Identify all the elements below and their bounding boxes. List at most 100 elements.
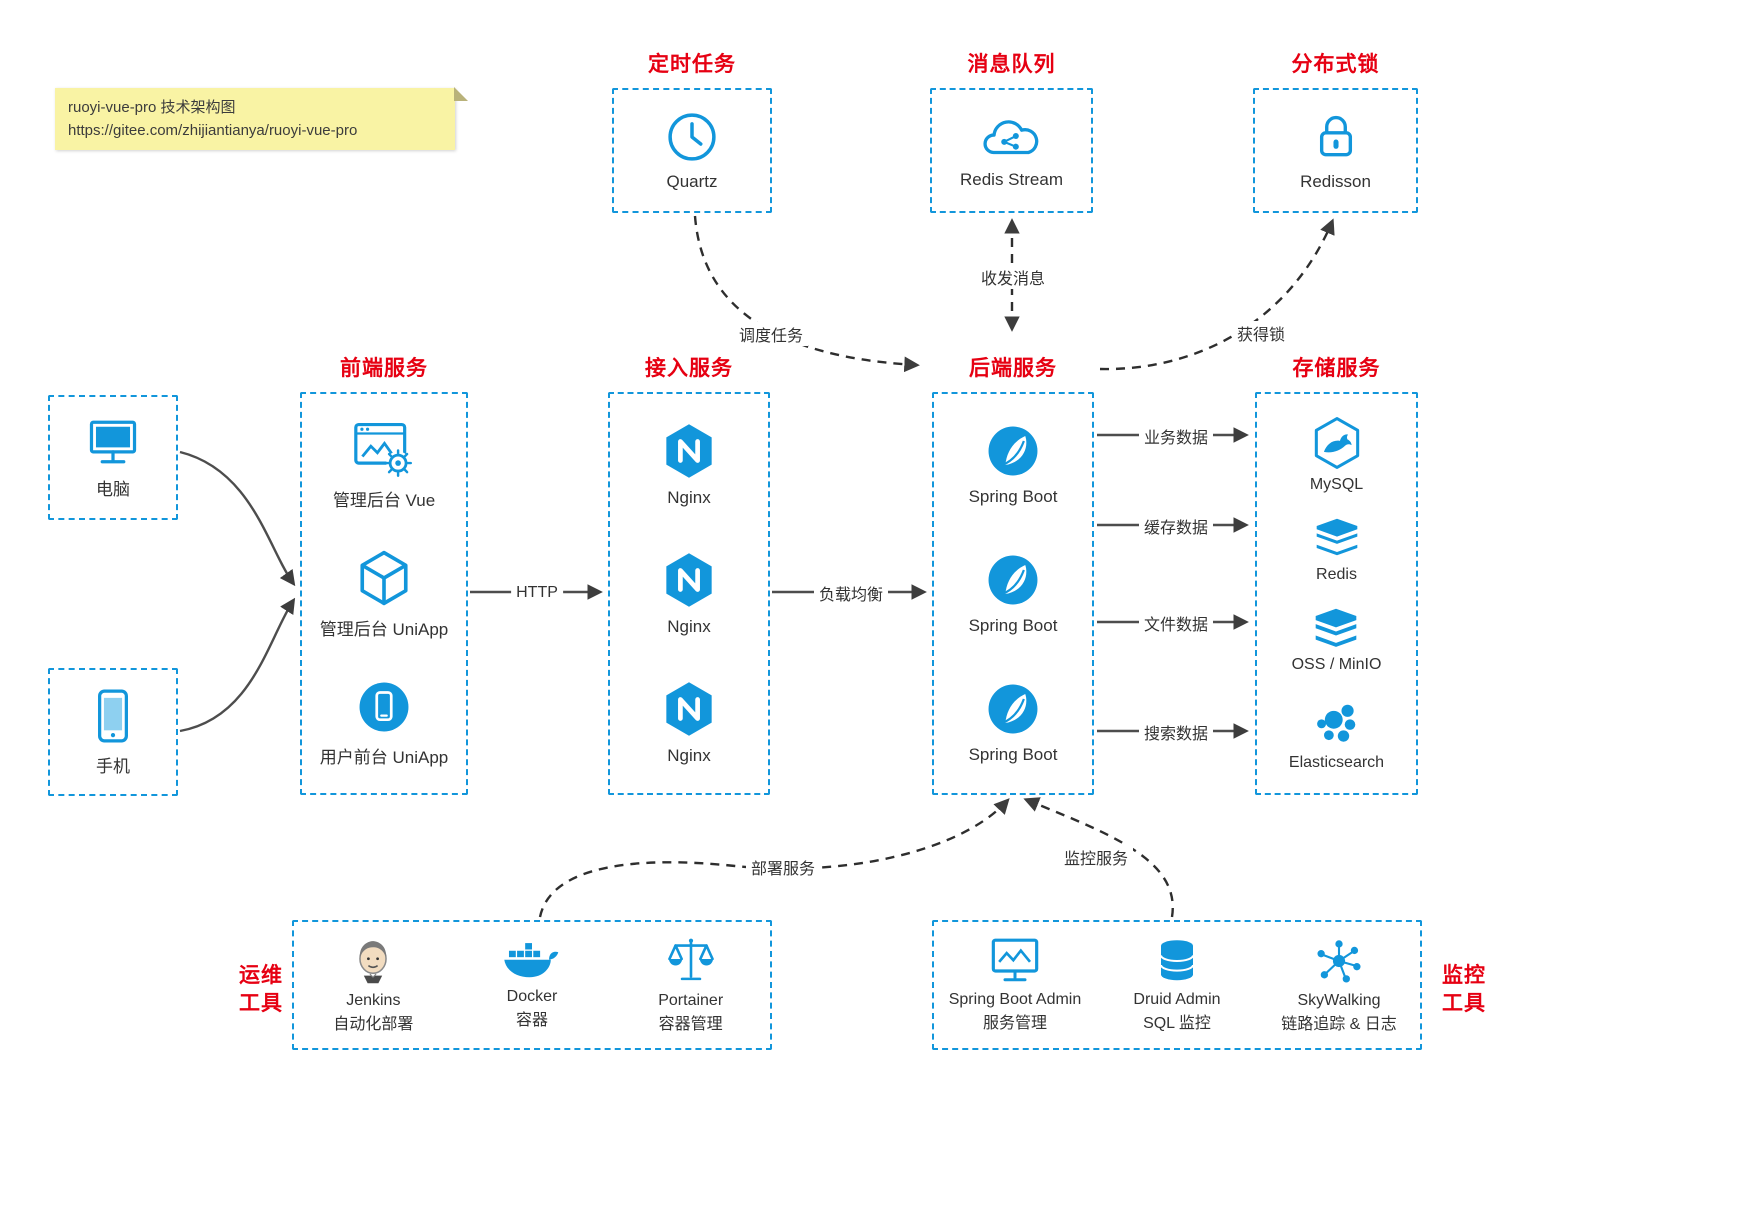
jenkins-icon [350, 935, 396, 987]
node-label: OSS / MinIO [1291, 655, 1382, 673]
group-title-frontend: 前端服务 [340, 357, 428, 380]
node-oss-minio: OSS / MinIO [1291, 607, 1382, 674]
group-message-queue: 消息队列 Redis Stream [930, 53, 1093, 213]
group-title-storage: 存储服务 [1292, 357, 1381, 380]
node-label: 手机 [96, 757, 130, 776]
ops-side-label-line2: 工具 [239, 992, 283, 1015]
tool-spring-boot-admin: Spring Boot Admin 服务管理 [934, 936, 1096, 1034]
node-elasticsearch: Elasticsearch [1289, 697, 1384, 772]
redis-stack-icon [1311, 517, 1363, 561]
edge-label-monitor-service: 监控服务 [1058, 845, 1134, 869]
tool-sublabel: 链路追踪 & 日志 [1281, 1016, 1397, 1033]
gateway-box: Nginx Nginx Nginx [608, 392, 770, 795]
edge-label-send-receive: 收发消息 [975, 265, 1051, 289]
user-uniapp-icon [355, 678, 413, 736]
monitoring-side-label: 监控 工具 [1437, 962, 1491, 1018]
tool-skywalking: SkyWalking 链路追踪 & 日志 [1258, 935, 1420, 1035]
node-label: 管理后台 Vue [332, 490, 436, 510]
message-queue-box: Redis Stream [930, 88, 1093, 213]
client-phone-box: 手机 [48, 668, 178, 796]
node-spring-boot-1: Spring Boot [968, 422, 1058, 507]
tool-sublabel: 容器 [516, 1012, 549, 1029]
spring-icon [984, 422, 1042, 480]
node-label: Redis Stream [960, 170, 1063, 189]
distributed-lock-box: Redisson [1253, 88, 1418, 213]
skywalking-network-icon [1313, 935, 1365, 987]
group-title-gateway: 接入服务 [645, 357, 733, 380]
sticky-note: ruoyi-vue-pro 技术架构图 https://gitee.com/zh… [55, 87, 468, 150]
nginx-icon [660, 550, 718, 610]
nginx-icon [660, 679, 718, 739]
edge-label-http: HTTP [511, 584, 563, 602]
group-ops-tools: Jenkins 自动化部署 Docker 容器 Portainer 容器管理 [292, 920, 772, 1050]
node-user-uniapp: 用户前台 UniApp [320, 678, 448, 768]
edge-label-deploy-service: 部署服务 [745, 855, 821, 879]
cloud-stream-icon [980, 111, 1042, 163]
monitoring-tools-box: Spring Boot Admin 服务管理 Druid Admin SQL 监… [932, 920, 1422, 1050]
node-label: Elasticsearch [1288, 753, 1385, 771]
note-title: ruoyi-vue-pro 技术架构图 [68, 99, 236, 116]
node-spring-boot-3: Spring Boot [969, 680, 1057, 765]
node-label: Nginx [667, 617, 711, 636]
node-pc: 电脑 [84, 416, 142, 500]
group-backend: 后端服务 Spring Boot Spring Boot Spring Boot [932, 357, 1094, 795]
group-distributed-lock: 分布式锁 Redisson [1253, 53, 1418, 213]
node-redisson: Redisson [1300, 109, 1371, 192]
tool-sublabel: 服务管理 [982, 1015, 1047, 1032]
group-title-backend: 后端服务 [969, 357, 1057, 380]
group-title-scheduled-task: 定时任务 [648, 53, 736, 76]
group-client-phone: 手机 [48, 668, 178, 796]
node-label: MySQL [1309, 476, 1364, 494]
node-spring-boot-2: Spring Boot [969, 551, 1057, 636]
node-admin-vue: 管理后台 Vue [333, 419, 435, 511]
edge-acquire-lock [1099, 218, 1335, 371]
tool-sublabel: 自动化部署 [333, 1016, 414, 1033]
ops-tools-box: Jenkins 自动化部署 Docker 容器 Portainer 容器管理 [292, 920, 772, 1050]
clock-icon [664, 109, 720, 165]
lock-icon [1309, 109, 1363, 165]
node-label: 管理后台 UniApp [319, 620, 449, 640]
frontend-box: 管理后台 Vue 管理后台 UniApp 用户前台 UniApp [300, 392, 468, 795]
edge-label-load-balance: 负载均衡 [813, 581, 889, 605]
node-quartz: Quartz [664, 109, 720, 192]
edge-label-schedule-task: 调度任务 [733, 322, 809, 346]
note-url: https://gitee.com/zhijiantianya/ruoyi-vu… [68, 122, 358, 139]
docker-icon [503, 939, 561, 983]
edge-label-acquire-lock: 获得锁 [1231, 321, 1291, 345]
tool-label: SkyWalking [1297, 992, 1381, 1009]
node-label: Redis [1316, 566, 1357, 584]
node-phone: 手机 [92, 687, 134, 777]
tool-label: Spring Boot Admin [948, 991, 1082, 1008]
oss-stack-icon [1310, 607, 1362, 651]
node-redis-stream: Redis Stream [960, 111, 1063, 190]
tool-druid-admin: Druid Admin SQL 监控 [1096, 936, 1258, 1034]
node-label: Nginx [667, 746, 711, 765]
spring-icon [984, 551, 1042, 609]
group-storage: 存储服务 MySQL Redis OSS / MinIO [1255, 357, 1418, 795]
storage-box: MySQL Redis OSS / MinIO Elasticsearch [1255, 392, 1418, 795]
monitoring-side-label-line2: 工具 [1442, 992, 1486, 1015]
group-monitoring-tools: Spring Boot Admin 服务管理 Druid Admin SQL 监… [932, 920, 1422, 1050]
group-client-pc: 电脑 [48, 395, 178, 520]
uniapp-box-icon [355, 548, 413, 608]
edge-label-search-data: 搜索数据 [1138, 720, 1214, 744]
ops-side-label: 运维 工具 [234, 962, 288, 1018]
node-label: Redisson [1300, 172, 1371, 191]
client-pc-box: 电脑 [48, 395, 178, 520]
node-label: 用户前台 UniApp [319, 748, 449, 768]
node-redis: Redis [1311, 517, 1363, 584]
mysql-icon [1310, 415, 1364, 471]
tool-label: Druid Admin [1133, 991, 1221, 1008]
group-title-distributed-lock: 分布式锁 [1291, 53, 1380, 76]
monitoring-side-label-line1: 监控 [1442, 964, 1486, 987]
node-nginx-1: Nginx [660, 421, 718, 508]
node-label: Spring Boot [968, 487, 1058, 506]
tool-jenkins: Jenkins 自动化部署 [294, 935, 453, 1035]
backend-box: Spring Boot Spring Boot Spring Boot [932, 392, 1094, 795]
node-label: Quartz [666, 172, 718, 191]
nginx-icon [660, 421, 718, 481]
spring-boot-admin-icon [988, 936, 1042, 986]
group-title-message-queue: 消息队列 [967, 53, 1056, 76]
edge-label-file-data: 文件数据 [1138, 611, 1214, 635]
